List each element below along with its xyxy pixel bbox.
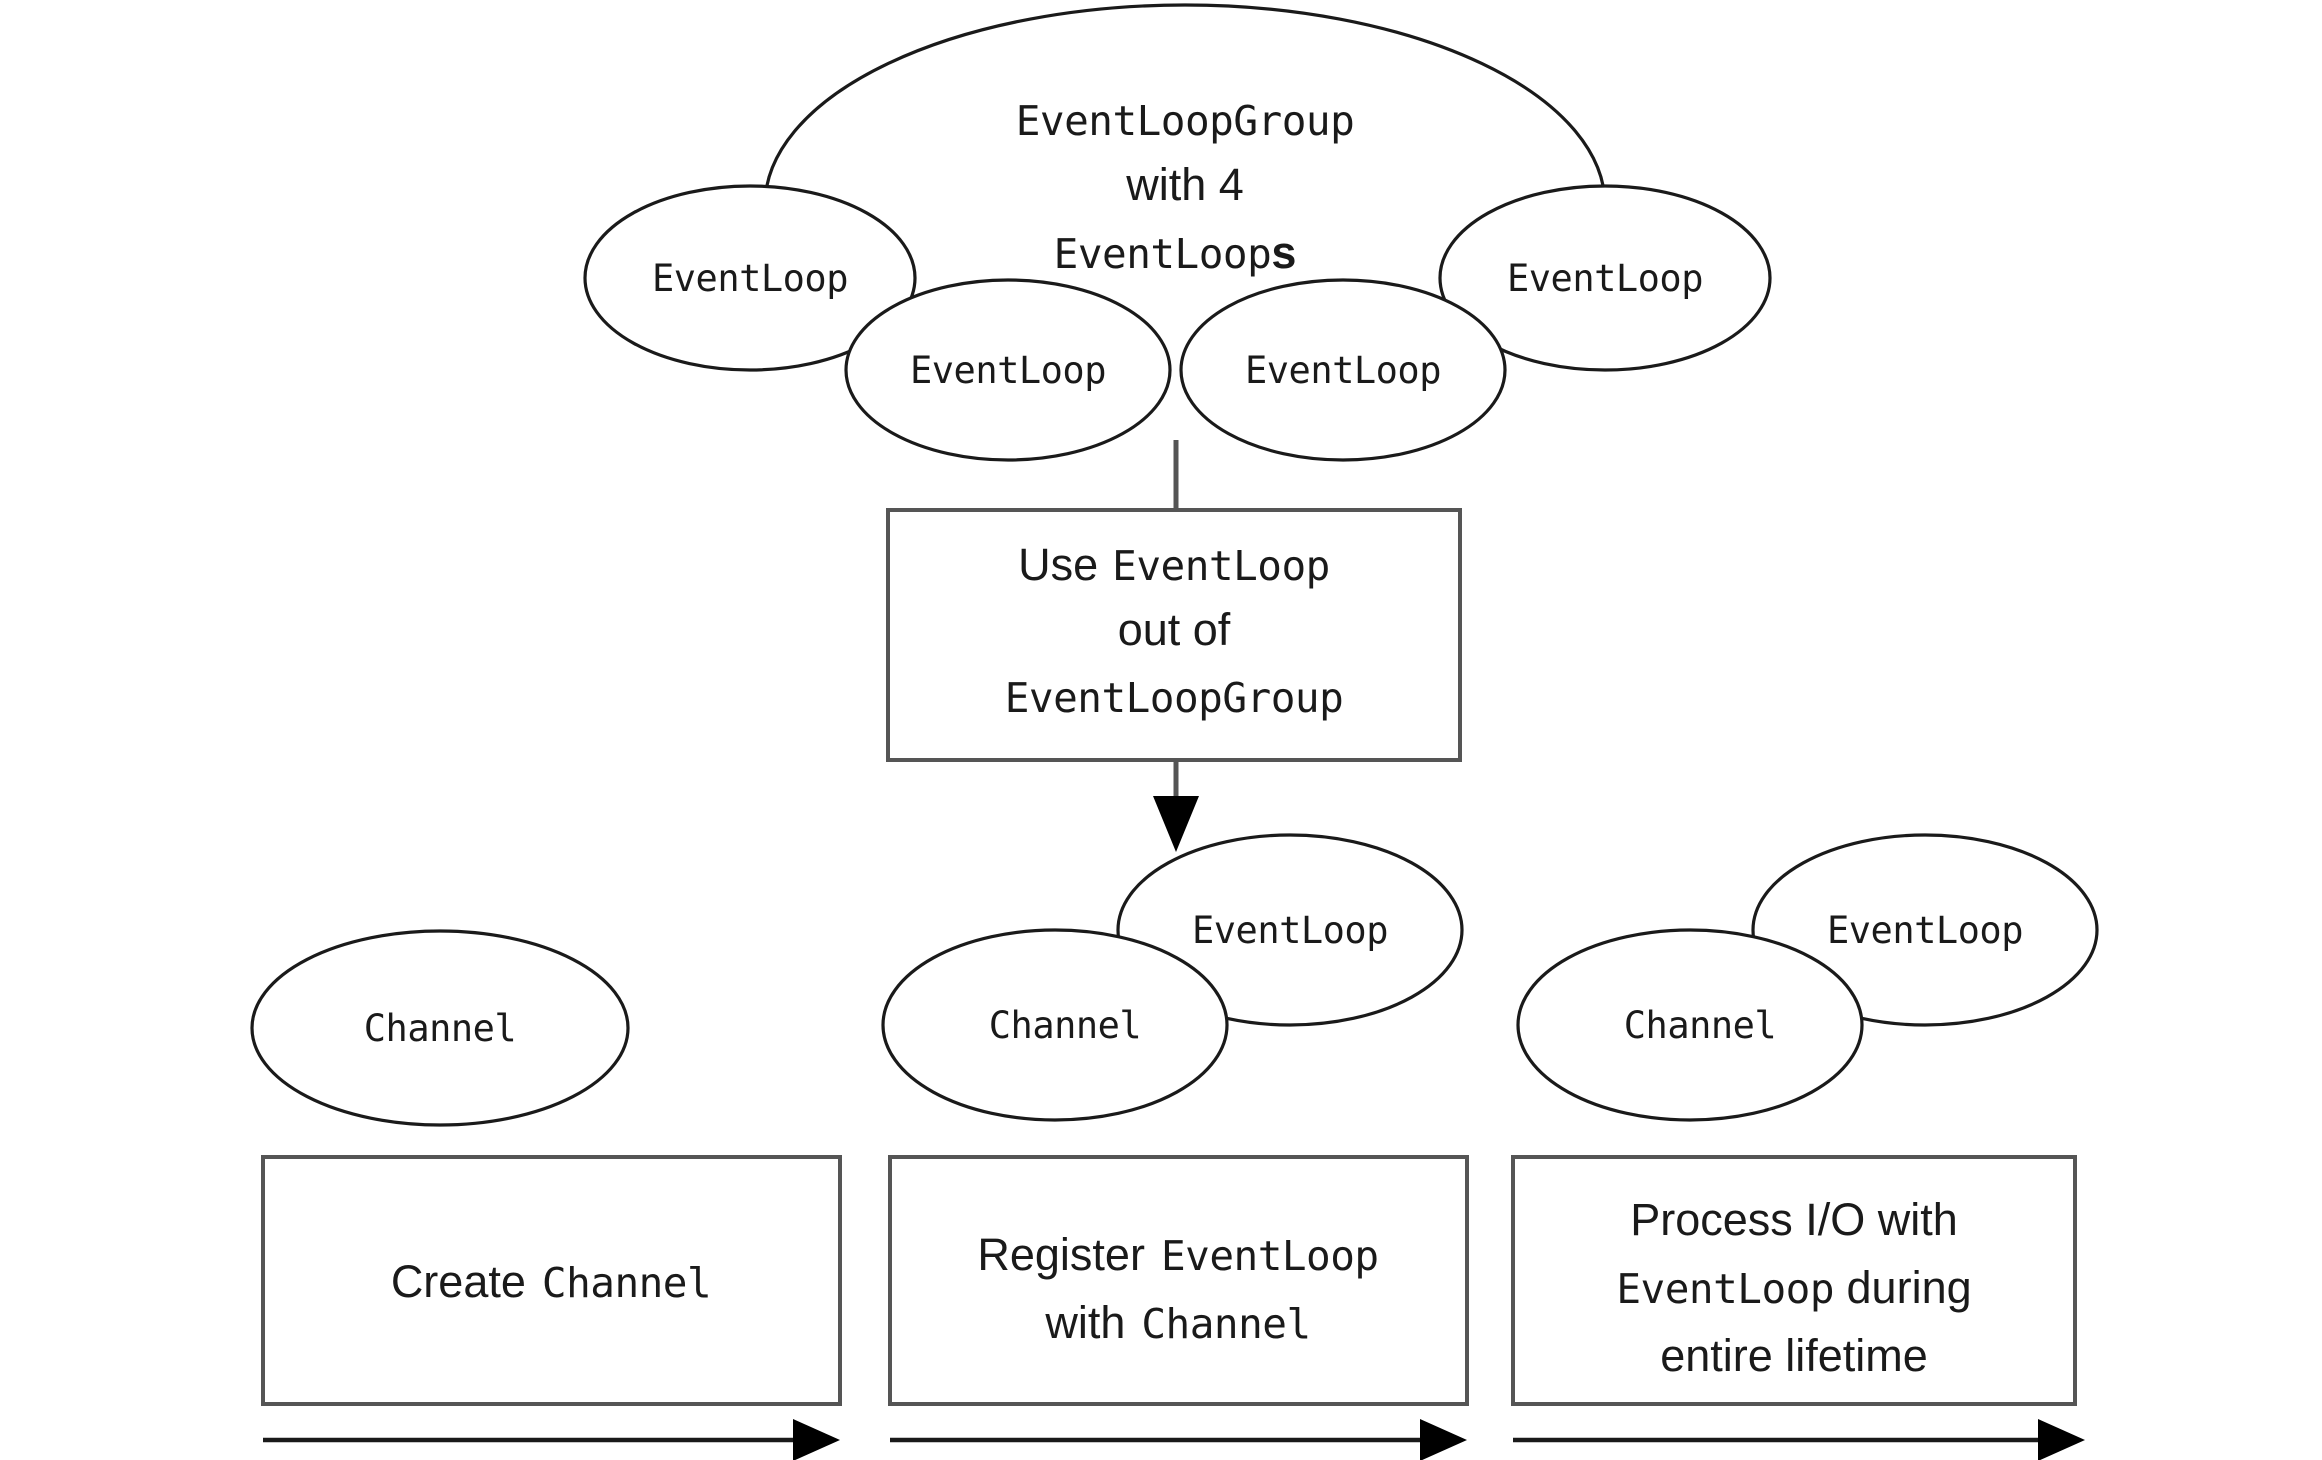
register-caption-line2-sans: with (1044, 1297, 1125, 1348)
stage3-channel-ellipse[interactable] (1516, 928, 1864, 1122)
event-loop-label-outer-left: EventLoop (652, 257, 848, 300)
event-loop-ellipse-outer-left[interactable] (583, 184, 917, 372)
stage2-channel-label: Channel (989, 1004, 1141, 1047)
cloud-caption-line1: EventLoopGroup (1016, 97, 1355, 145)
process-io-box-rect[interactable] (1511, 1155, 2077, 1406)
stage-2-arrow-head (1420, 1419, 1467, 1460)
event-loop-label-outer-right: EventLoop (1507, 257, 1703, 300)
event-loop-label-inner-right: EventLoop (1245, 349, 1441, 392)
stage-3-arrow-head (2038, 1419, 2085, 1460)
process-io-box[interactable]: Process I/O with EventLoop during entire… (1511, 1155, 2077, 1406)
use-event-loop-box[interactable]: Use EventLoop out of EventLoopGroup (886, 508, 1462, 762)
arrow-use-box-to-event-loop (1153, 760, 1199, 852)
process-io-caption-line2: EventLoop during (1616, 1262, 1971, 1313)
create-channel-caption-mono: Channel (542, 1259, 711, 1307)
process-io-caption-line1: Process I/O with (1630, 1194, 1958, 1245)
cloud-caption-line2: with 4 (1125, 159, 1244, 210)
use-event-loop-box-rect[interactable] (886, 508, 1462, 762)
create-channel-box-rect[interactable] (261, 1155, 842, 1406)
event-loop-group-cloud: EventLoopGroup with 4 EventLoops EventLo… (583, 3, 1772, 462)
stage3-channel-label: Channel (1624, 1004, 1776, 1047)
event-loop-ellipse-inner-right[interactable] (1179, 278, 1507, 462)
create-channel-caption-sans: Create (391, 1256, 526, 1307)
stage-3-progress-arrow (1513, 1419, 2085, 1460)
stage-create-channel-shapes: Channel (250, 929, 630, 1127)
process-io-caption-line2-sans: during (1834, 1262, 1972, 1313)
cloud-caption-line3-suffix: s (1271, 227, 1296, 278)
stage-process-io-shapes: EventLoop Channel (1516, 833, 2099, 1122)
stage-1-progress-arrow (263, 1419, 840, 1460)
use-box-line1: Use EventLoop (1018, 539, 1330, 590)
cloud-caption-line3: EventLoops (1054, 227, 1297, 278)
process-io-caption-line2-mono: EventLoop (1616, 1265, 1834, 1313)
event-loop-ellipse-inner-left[interactable] (844, 278, 1172, 462)
stage2-channel-ellipse[interactable] (881, 928, 1229, 1122)
process-io-caption-line3: entire lifetime (1660, 1330, 1928, 1381)
event-loop-label-inner-left: EventLoop (910, 349, 1106, 392)
cloud-seam-mask (1170, 350, 1180, 356)
stage1-channel-label: Channel (364, 1007, 516, 1050)
event-loop-ellipse-outer-right[interactable] (1438, 184, 1772, 372)
stage2-event-loop-label: EventLoop (1192, 909, 1388, 952)
use-box-line1-sans: Use (1018, 539, 1098, 590)
create-channel-box[interactable]: Create Channel (261, 1155, 842, 1406)
stage1-channel-ellipse[interactable] (250, 929, 630, 1127)
create-channel-caption: Create Channel (391, 1256, 711, 1307)
use-box-line2: out of (1118, 604, 1231, 655)
arrow-use-box-head (1153, 796, 1199, 852)
register-caption-line1-sans: Register (977, 1229, 1145, 1280)
register-caption-line2-mono: Channel (1141, 1300, 1310, 1348)
stage-register-event-loop-shapes: EventLoop Channel (881, 833, 1464, 1122)
stage-1-arrow-head (793, 1419, 840, 1460)
register-event-loop-box-rect[interactable] (888, 1155, 1469, 1406)
stage3-event-loop-label: EventLoop (1827, 909, 2023, 952)
register-event-loop-box[interactable]: Register EventLoop with Channel (888, 1155, 1469, 1406)
use-box-line3: EventLoopGroup (1005, 674, 1344, 722)
register-caption-line2: with Channel (1044, 1297, 1310, 1348)
cloud-caption-line3-mono: EventLoop (1054, 230, 1272, 278)
use-box-line1-mono: EventLoop (1112, 542, 1330, 590)
stage-2-progress-arrow (890, 1419, 1467, 1460)
register-caption-line1: Register EventLoop (977, 1229, 1378, 1280)
register-caption-line1-mono: EventLoop (1161, 1232, 1379, 1280)
